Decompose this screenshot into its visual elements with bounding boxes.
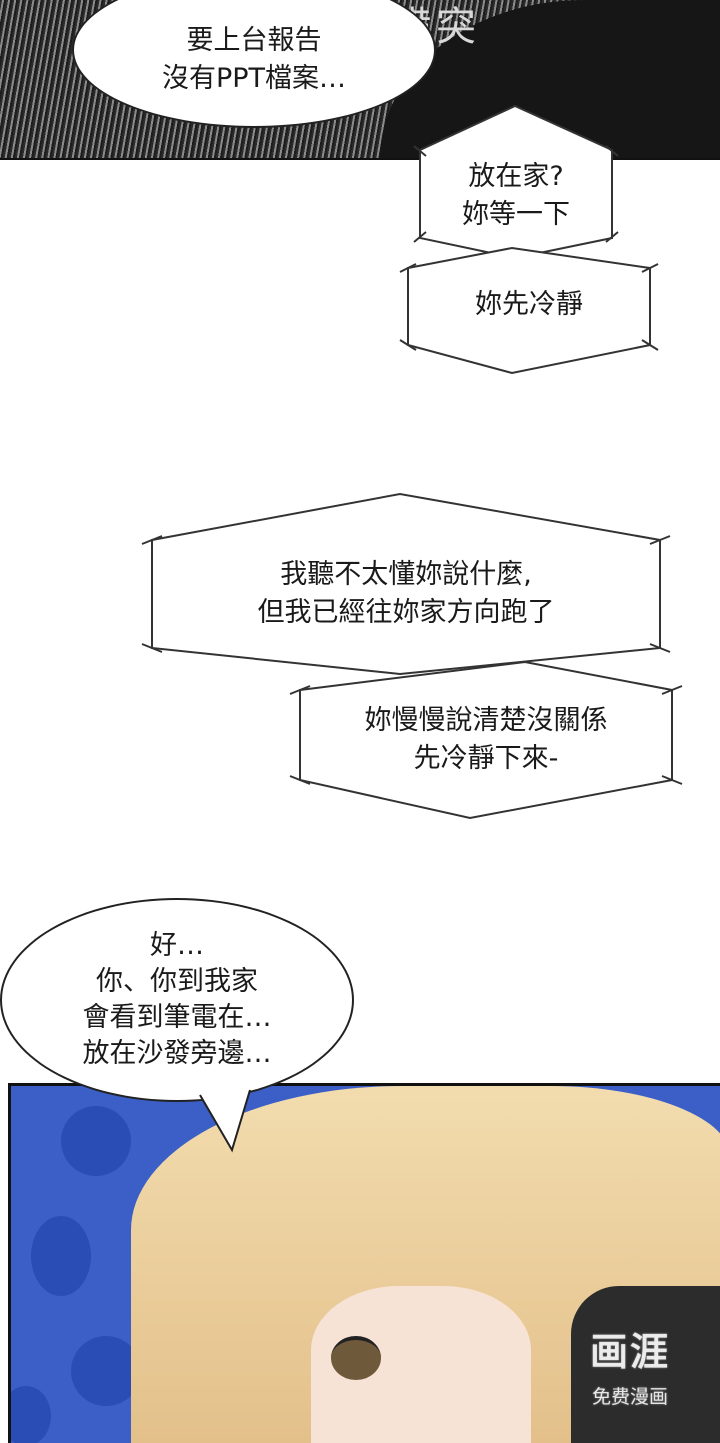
watermark-subtitle: 免费漫画 xyxy=(591,1386,668,1408)
bg-dot xyxy=(61,1106,131,1176)
speech-bubble-top-text: 要上台報告 沒有PPT檔案… xyxy=(161,25,347,94)
speech-bubble-bottom-text: 好… 你、你到我家 會看到筆電在… 放在沙發旁邊… xyxy=(82,930,272,1069)
bg-dot xyxy=(31,1216,91,1296)
bottom-panel: 画涯 免费漫画 xyxy=(8,1083,720,1443)
watermark-logo: 画涯 xyxy=(589,1329,670,1374)
watermark: 画涯 免费漫画 xyxy=(565,1321,695,1421)
character-eye xyxy=(331,1336,381,1380)
phone-bubble-1-line-a: 放在家? 妳等一下 xyxy=(462,161,570,230)
phone-bubble-2-line-a: 我聽不太懂妳說什麼, 但我已經往妳家方向跑了 xyxy=(257,559,555,628)
character-shoulder xyxy=(571,1286,720,1443)
phone-bubble-2-line-b: 妳慢慢說清楚沒關係 先冷靜下來- xyxy=(364,705,608,774)
phone-bubble-1-line-b: 妳先冷靜 xyxy=(475,289,583,320)
bg-dot xyxy=(11,1386,51,1443)
speech-bubble-bottom: 好… 你、你到我家 會看到筆電在… 放在沙發旁邊… xyxy=(0,898,354,1102)
bg-dot xyxy=(71,1336,141,1406)
